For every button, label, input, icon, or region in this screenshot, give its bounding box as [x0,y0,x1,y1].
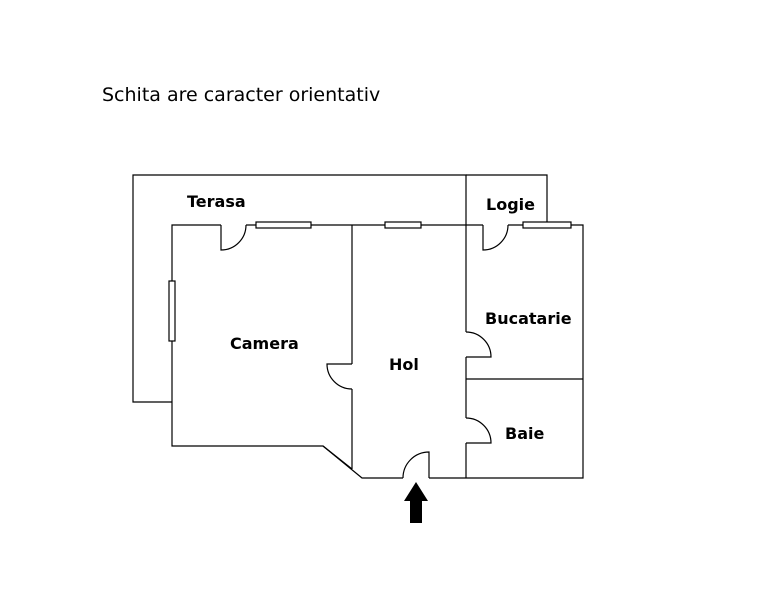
diagonal-wall [322,445,353,470]
window-camera-top [255,221,312,229]
door-terrace [220,224,247,251]
room-label-camera: Camera [230,334,299,353]
room-label-logie: Logie [486,195,535,214]
arrow-up-icon [404,482,428,523]
window-camera-side [168,280,176,342]
loggia-outline [466,174,548,225]
door-bath [465,417,492,444]
room-label-bucatarie: Bucatarie [485,309,572,328]
door-entrance [402,451,430,479]
outer-wall [171,224,403,479]
window-kitchen-top [522,221,572,229]
door-camera [326,363,353,390]
room-label-terasa: Terasa [187,192,246,211]
window-hol-top [384,221,422,229]
door-kitchen [465,331,492,358]
room-label-hol: Hol [389,355,419,374]
door-loggia [482,224,509,251]
terrace-outline [132,174,467,403]
page-title: Schita are caracter orientativ [102,84,381,106]
room-label-baie: Baie [505,424,544,443]
